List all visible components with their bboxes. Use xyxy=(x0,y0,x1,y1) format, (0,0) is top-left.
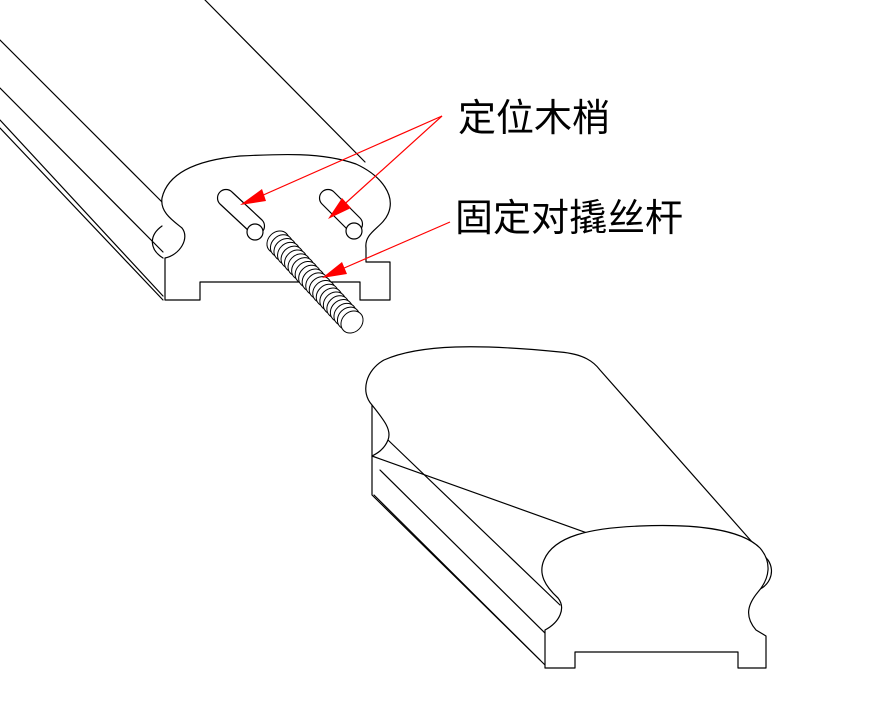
thread-ring xyxy=(340,310,364,334)
dowel-left xyxy=(216,188,266,241)
lower-end-face xyxy=(541,524,769,669)
lower-handrail-segment xyxy=(365,346,773,669)
upper-handrail-segment xyxy=(0,0,391,301)
arrowhead-dowel-left xyxy=(240,189,266,205)
leader-dowel-right xyxy=(337,115,443,211)
arrowhead-screw xyxy=(322,262,347,278)
arrowhead-dowel-right xyxy=(328,198,351,219)
leader-dowel-left xyxy=(251,115,443,201)
threaded-rod-label: 固定对撬丝杆 xyxy=(455,196,684,240)
leader-lines xyxy=(240,115,451,278)
dowel-label: 定位木梢 xyxy=(458,96,611,140)
leader-screw xyxy=(334,221,451,273)
threaded-rod xyxy=(266,230,364,334)
